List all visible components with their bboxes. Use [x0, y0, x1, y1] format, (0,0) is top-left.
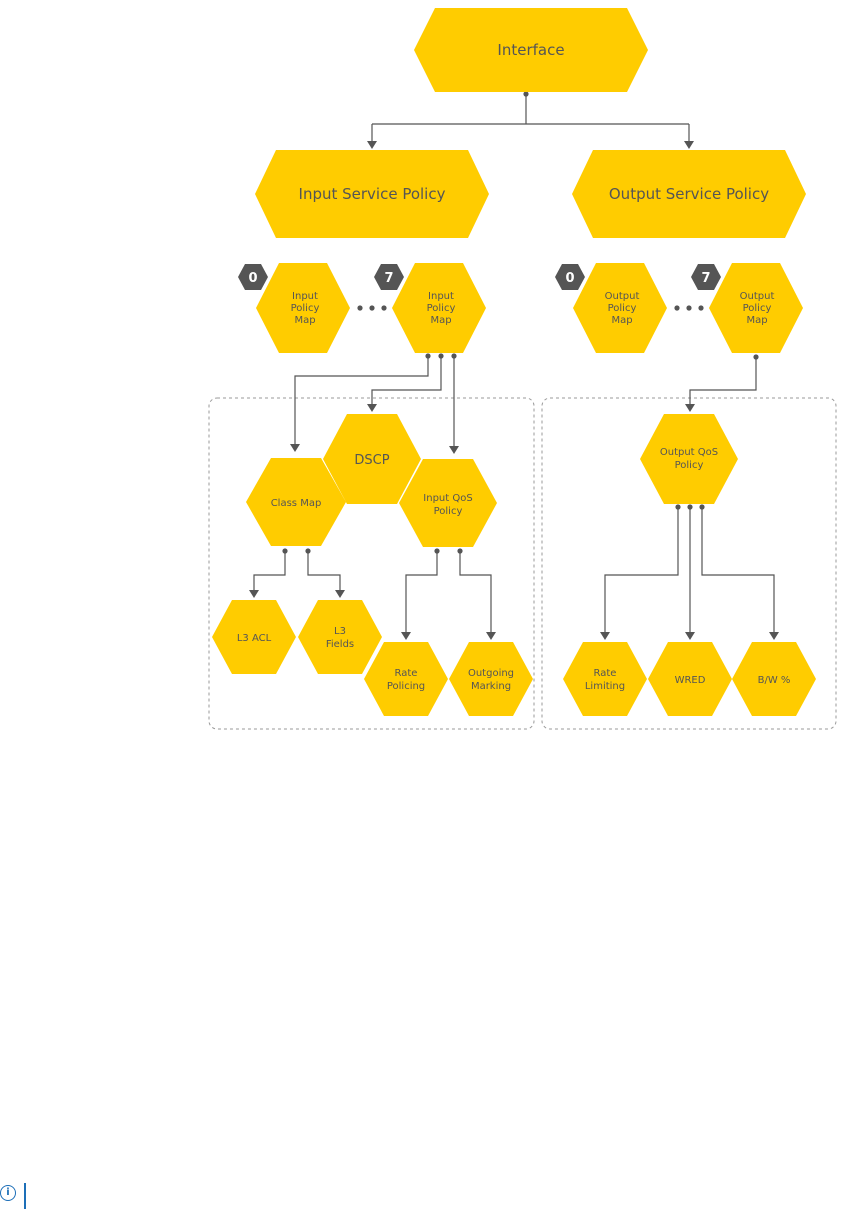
badge-number: 7: [701, 271, 710, 286]
rate-policing-node: Rate Policing: [364, 642, 448, 716]
node-label-line1: Input QoS: [423, 493, 472, 504]
l3-fields-node: L3 Fields: [298, 600, 382, 674]
output-policy-group-box: [541, 397, 837, 730]
input-policy-map-0-node: 0 Input Policy Map: [238, 263, 350, 353]
node-label-line2: Marking: [471, 681, 511, 692]
input-service-policy-node: Input Service Policy: [255, 150, 489, 238]
dscp-node: DSCP: [323, 414, 421, 504]
dscp-label: DSCP: [354, 453, 389, 468]
output-qos-policy-node: Output QoS Policy: [640, 414, 738, 504]
outgoing-marking-node: Outgoing Marking: [449, 642, 533, 716]
wred-node: WRED: [648, 642, 732, 716]
node-label-line2: Policy: [427, 303, 456, 314]
l3-acl-node: L3 ACL: [212, 600, 296, 674]
node-label-line2: Policy: [291, 303, 320, 314]
node-label-line2: Policy: [743, 303, 772, 314]
node-label-line2: Limiting: [585, 681, 625, 692]
info-circle-icon: i: [0, 1185, 16, 1201]
node-label-line2: Policy: [608, 303, 637, 314]
node-label-line1: Rate: [594, 668, 617, 679]
node-label-line2: Fields: [326, 639, 354, 650]
input-qos-policy-node: Input QoS Policy: [399, 459, 497, 547]
node-label-line2: Policy: [675, 460, 704, 471]
badge-number: 7: [384, 271, 393, 286]
output-service-policy-node: Output Service Policy: [572, 150, 806, 238]
node-label-line3: Map: [294, 315, 315, 326]
node-label-line1: Output: [740, 291, 775, 302]
note-divider: [24, 1183, 26, 1209]
output-policy-map-0-node: 0 Output Policy Map: [555, 263, 667, 353]
badge-number: 0: [565, 271, 574, 286]
bw-percent-label: B/W %: [758, 675, 791, 686]
node-label-line1: Output: [605, 291, 640, 302]
interface-label: Interface: [497, 41, 564, 59]
node-label-line3: Map: [746, 315, 767, 326]
node-label-line1: Input: [428, 291, 454, 302]
output-service-policy-label: Output Service Policy: [609, 185, 769, 203]
badge-number: 0: [248, 271, 257, 286]
node-label-line1: Outgoing: [468, 668, 514, 679]
node-label-line3: Map: [430, 315, 451, 326]
output-policy-map-7-node: 7 Output Policy Map: [691, 263, 803, 353]
node-label-line1: L3: [334, 626, 346, 637]
node-label-line1: Rate: [395, 668, 418, 679]
rate-limiting-node: Rate Limiting: [563, 642, 647, 716]
connectors: [249, 91, 779, 640]
bw-percent-node: B/W %: [732, 642, 816, 716]
node-label-line1: Input: [292, 291, 318, 302]
class-map-node: Class Map: [246, 458, 346, 546]
wred-label: WRED: [675, 675, 706, 686]
l3-acl-label: L3 ACL: [237, 633, 272, 644]
interface-node: Interface: [414, 8, 648, 92]
input-service-policy-label: Input Service Policy: [299, 185, 446, 203]
node-label-line1: Output QoS: [660, 447, 718, 458]
input-policy-map-7-node: 7 Input Policy Map: [374, 263, 486, 353]
node-label-line2: Policing: [387, 681, 425, 692]
node-label-line2: Policy: [434, 506, 463, 517]
node-label-line3: Map: [611, 315, 632, 326]
class-map-label: Class Map: [271, 498, 322, 509]
